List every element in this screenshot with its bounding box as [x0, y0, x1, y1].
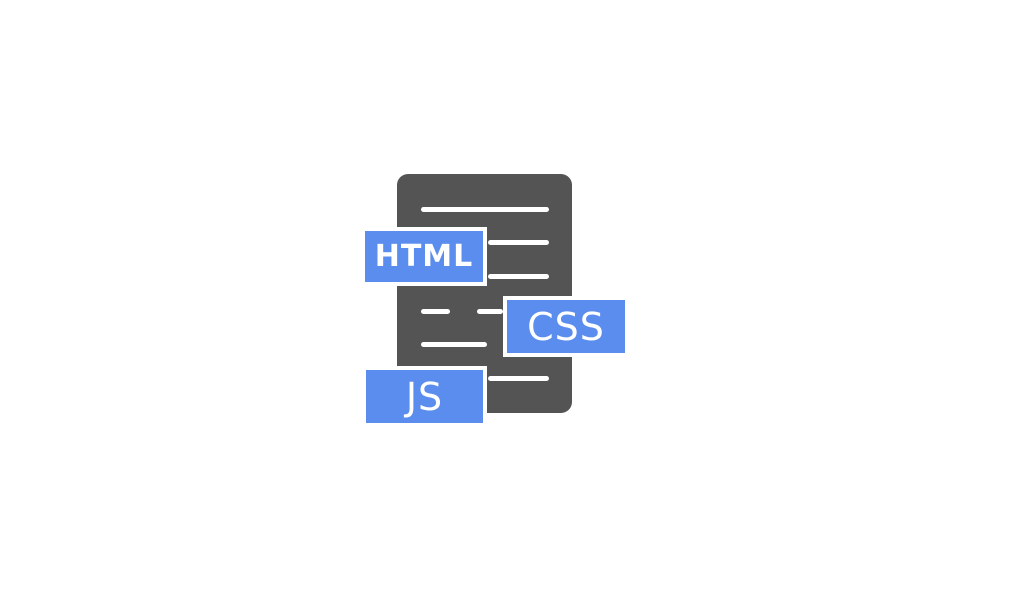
- document-line: [477, 309, 503, 314]
- css-tag: CSS: [507, 300, 625, 353]
- html-tag: HTML: [365, 231, 483, 282]
- document-line: [421, 342, 487, 347]
- html-tag-label: HTML: [374, 239, 474, 274]
- document-line: [421, 309, 450, 314]
- document-line: [488, 274, 549, 279]
- document-line: [488, 376, 549, 381]
- css-tag-label: CSS: [527, 304, 605, 349]
- js-tag-label: JS: [405, 374, 444, 419]
- document-line: [421, 207, 549, 212]
- js-tag: JS: [366, 370, 483, 423]
- document-line: [488, 240, 549, 245]
